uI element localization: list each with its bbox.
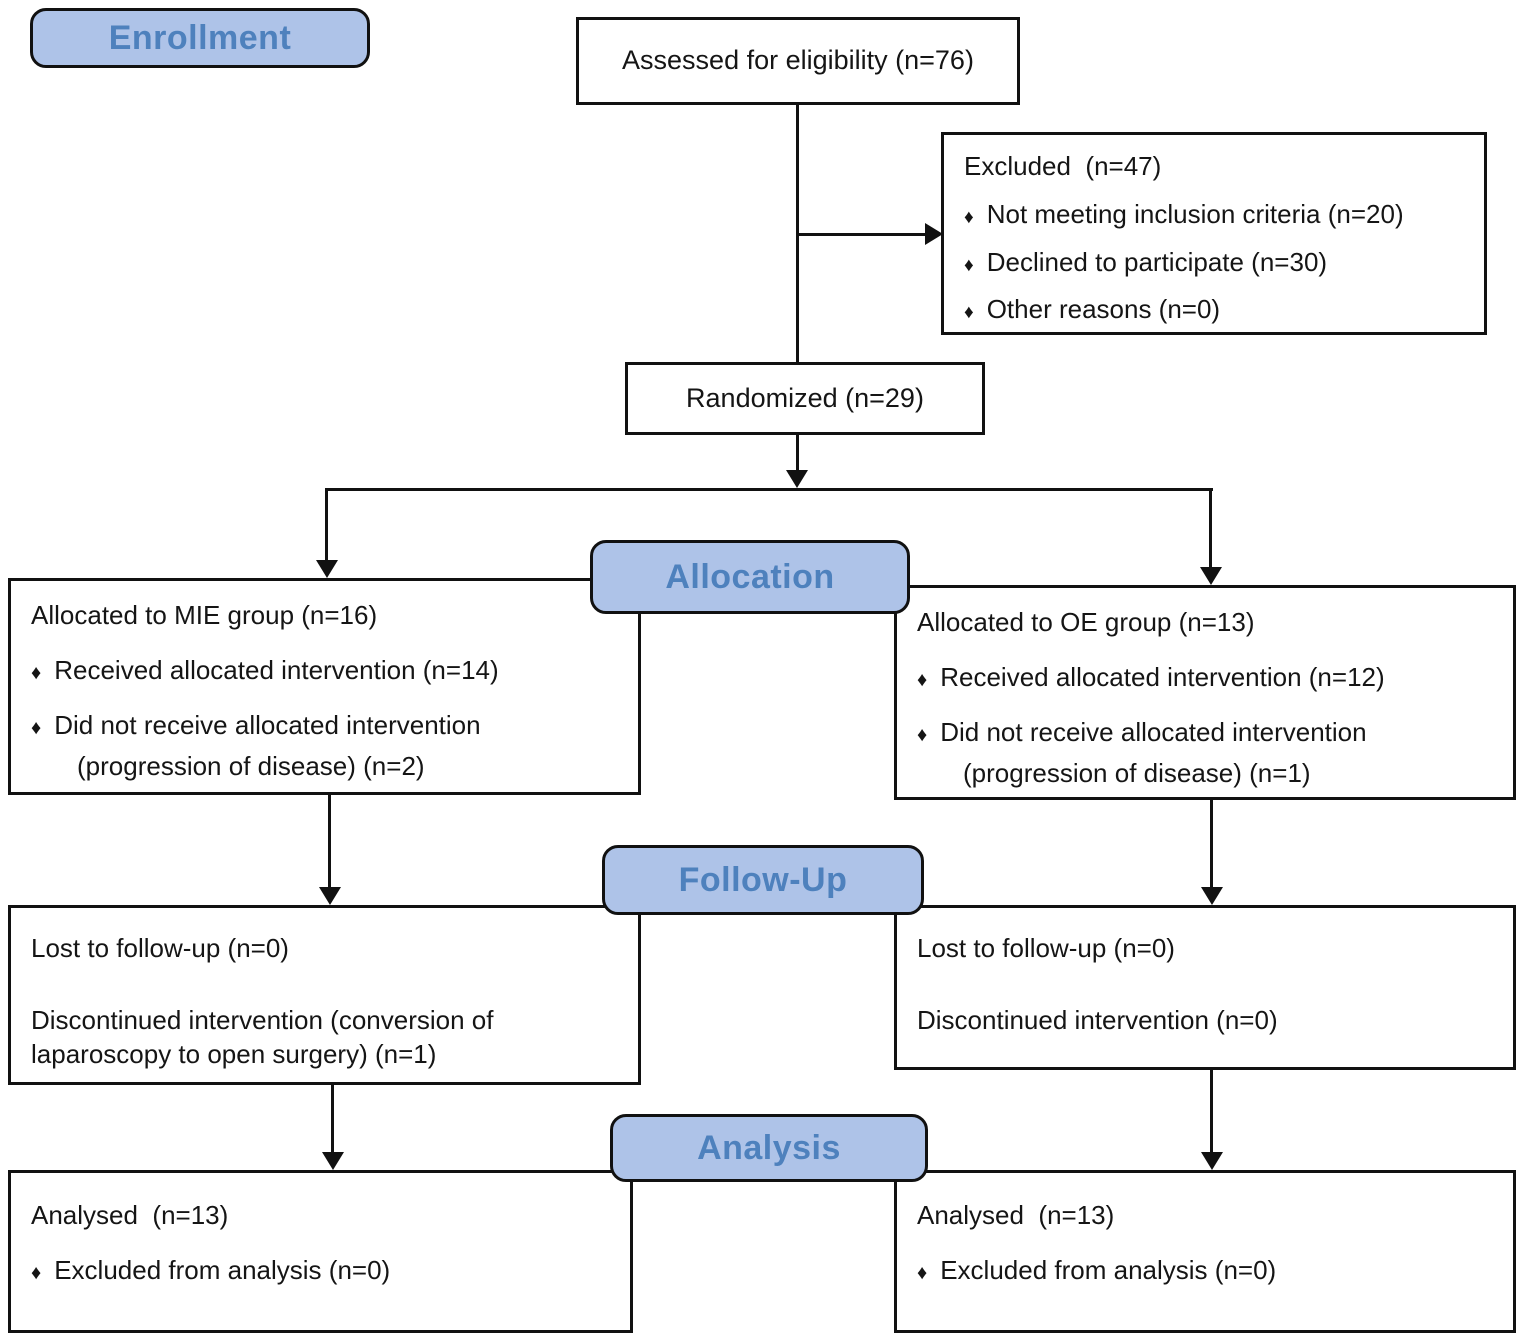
allocation-oe-bullet-2: ♦ Did not receive allocated intervention: [917, 716, 1507, 750]
analysis-oe-bullet-1: ♦ Excluded from analysis (n=0): [917, 1254, 1507, 1288]
allocation-oe-bullet-2-note: (progression of disease) (n=1): [963, 758, 1311, 789]
connector-to-excluded: [797, 233, 925, 236]
analysis-oe-box: Analysed (n=13) ♦ Excluded from analysis…: [894, 1170, 1516, 1333]
connector-mie-to-followup: [328, 793, 331, 887]
diamond-bullet-icon: ♦: [917, 668, 928, 691]
stage-label: Follow-Up: [678, 860, 848, 899]
stage-label: Allocation: [665, 557, 835, 596]
stage-badge-enrollment: Enrollment: [30, 8, 370, 68]
arrowhead-down-icon: [322, 1152, 344, 1170]
randomized-box: Randomized (n=29): [625, 362, 985, 435]
excluded-bullet-1: ♦ Not meeting inclusion criteria (n=20): [964, 198, 1478, 232]
connector-randomized-to-branch: [796, 434, 799, 470]
connector-branch-line: [326, 488, 1213, 491]
assessed-eligibility-box: Assessed for eligibility (n=76): [576, 17, 1020, 105]
stage-badge-analysis: Analysis: [610, 1114, 928, 1182]
arrowhead-down-icon: [1201, 1152, 1223, 1170]
allocation-oe-bullet-1: ♦ Received allocated intervention (n=12): [917, 661, 1507, 695]
bullet-text: Excluded from analysis (n=0): [54, 1254, 391, 1285]
bullet-text: Did not receive allocated intervention: [54, 709, 481, 740]
excluded-box: Excluded (n=47) ♦ Not meeting inclusion …: [941, 132, 1487, 335]
diamond-bullet-icon: ♦: [964, 206, 974, 228]
connector-oe-to-followup: [1210, 798, 1213, 887]
followup-oe-box: Lost to follow-up (n=0) Discontinued int…: [894, 905, 1516, 1070]
arrowhead-down-icon: [316, 560, 338, 578]
bullet-text: Received allocated intervention (n=12): [940, 661, 1385, 692]
bullet-text: Excluded from analysis (n=0): [940, 1254, 1277, 1285]
allocation-mie-bullet-2-note: (progression of disease) (n=2): [77, 751, 425, 782]
allocation-mie-title: Allocated to MIE group (n=16): [31, 600, 378, 630]
connector-branch-to-oe: [1209, 488, 1212, 567]
excluded-title: Excluded (n=47): [964, 151, 1162, 181]
bullet-text: Other reasons (n=0): [986, 294, 1221, 325]
connector-oe-to-analysis: [1210, 1068, 1213, 1152]
arrowhead-down-icon: [1201, 887, 1223, 905]
excluded-bullet-3: ♦ Other reasons (n=0): [964, 293, 1478, 327]
followup-mie-box: Lost to follow-up (n=0) Discontinued int…: [8, 905, 641, 1085]
arrowhead-down-icon: [1200, 567, 1222, 585]
connector-branch-to-mie: [325, 488, 328, 560]
bullet-text: Not meeting inclusion criteria (n=20): [986, 198, 1404, 229]
allocation-oe-title: Allocated to OE group (n=13): [917, 607, 1255, 637]
analysis-mie-title: Analysed (n=13): [31, 1200, 229, 1230]
diamond-bullet-icon: ♦: [31, 1261, 42, 1284]
analysis-oe-title: Analysed (n=13): [917, 1200, 1115, 1230]
assessed-text: Assessed for eligibility (n=76): [622, 45, 974, 76]
arrowhead-down-icon: [319, 887, 341, 905]
diamond-bullet-icon: ♦: [31, 716, 42, 739]
diamond-bullet-icon: ♦: [917, 1261, 928, 1284]
diamond-bullet-icon: ♦: [964, 302, 974, 324]
randomized-text: Randomized (n=29): [686, 382, 924, 413]
diamond-bullet-icon: ♦: [917, 723, 928, 746]
excluded-bullet-2: ♦ Declined to participate (n=30): [964, 246, 1478, 280]
diamond-bullet-icon: ♦: [31, 661, 42, 684]
stage-label: Enrollment: [108, 18, 292, 57]
connector-mie-to-analysis: [331, 1083, 334, 1152]
arrowhead-down-icon: [786, 470, 808, 488]
stage-badge-followup: Follow-Up: [602, 845, 924, 915]
diamond-bullet-icon: ♦: [964, 254, 974, 276]
bullet-text: Declined to participate (n=30): [986, 246, 1328, 277]
followup-oe-discontinued: Discontinued intervention (n=0): [917, 1004, 1278, 1035]
bullet-text: Received allocated intervention (n=14): [54, 654, 499, 685]
allocation-oe-box: Allocated to OE group (n=13) ♦ Received …: [894, 585, 1516, 800]
followup-mie-discontinued: Discontinued intervention (conversion of…: [31, 1004, 494, 1069]
allocation-mie-bullet-2: ♦ Did not receive allocated intervention: [31, 709, 632, 743]
analysis-mie-bullet-1: ♦ Excluded from analysis (n=0): [31, 1254, 624, 1288]
analysis-mie-box: Analysed (n=13) ♦ Excluded from analysis…: [8, 1170, 633, 1333]
followup-mie-lost: Lost to follow-up (n=0): [31, 933, 289, 963]
allocation-mie-box: Allocated to MIE group (n=16) ♦ Received…: [8, 578, 641, 795]
followup-oe-lost: Lost to follow-up (n=0): [917, 933, 1175, 963]
arrowhead-right-icon: [925, 223, 943, 245]
stage-label: Analysis: [697, 1128, 841, 1167]
allocation-mie-bullet-1: ♦ Received allocated intervention (n=14): [31, 654, 632, 688]
stage-badge-allocation: Allocation: [590, 540, 910, 614]
bullet-text: Did not receive allocated intervention: [940, 716, 1367, 747]
